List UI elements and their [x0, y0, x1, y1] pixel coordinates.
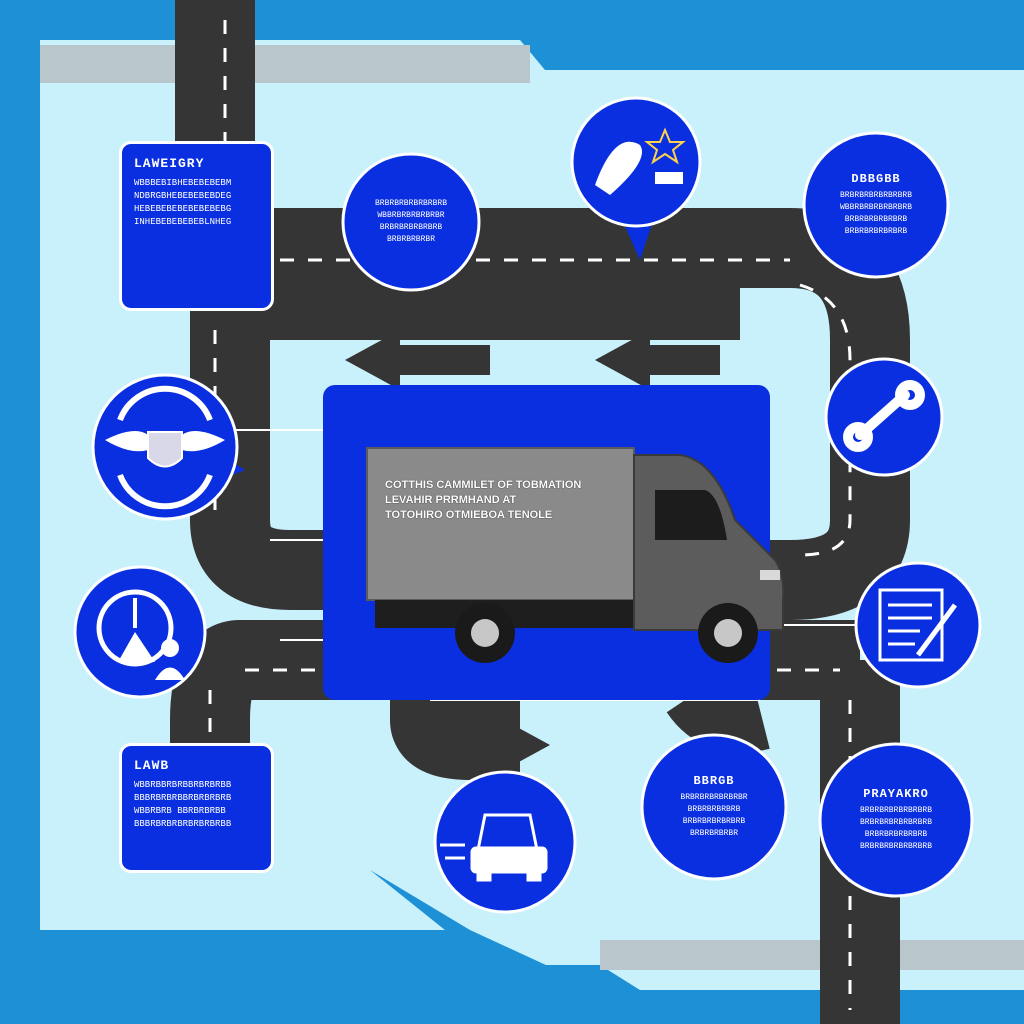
card-top-left: LAWEIGRY WBBBEBIBHEBEBEBEBM NDBRGBHEBEBE… — [119, 141, 274, 311]
road-arrow-left-1 — [345, 330, 490, 390]
bubble-top-mid: BRBRBRBRBRBRBRB WBBRBRBRBRBRBR BRBRBRBRB… — [343, 154, 479, 290]
card-bottom-left-title: LAWB — [134, 758, 170, 773]
card-top-left-text: WBBBEBIBHEBEBEBEBM NDBRGBHEBEBEBEBDEG HE… — [134, 178, 232, 227]
car-icon-bubble — [433, 770, 577, 914]
bubble-bottom-mid: BBRGB BRBRBRBRBRBRBR BRBRBRBRBRB BRBRBRB… — [642, 735, 786, 879]
rocket-icon-bubble — [570, 96, 702, 260]
bubble-top-right-title: DBBGBB — [851, 172, 901, 186]
delivery-truck — [366, 447, 785, 663]
bubble-bottom-right-title: PRAYAKRO — [863, 787, 929, 801]
road-arrow-right-bottom — [440, 715, 550, 775]
car-icon — [440, 813, 548, 882]
shield-icon-bubble — [91, 373, 245, 521]
card-bottom-left-text: WBBRBBRBRBBRBRBRBB BBBRBRBRBBRBRBRBRB WB… — [134, 780, 232, 829]
wrench-icon — [843, 380, 925, 452]
car-bubble-circle — [433, 770, 577, 914]
truck-caption: COTTHIS CAMMILET OF TOBMATION LEVAHIR PR… — [385, 479, 582, 521]
document-pen-icon — [878, 588, 958, 662]
top-right-bubble-bg — [802, 131, 950, 279]
card-bottom-left: LAWB WBBRBBRBRBBRBRBRBB BBBRBRBRBBRBRBRB… — [119, 743, 274, 873]
winged-shield-icon — [105, 385, 225, 510]
bubble-bottom-right-text: BRBRBRBRBRBRBRB BRBRBRBRBRBRBRB BRBRBRBR… — [859, 806, 932, 851]
bubble-top-right: DBBGBB BRBRBRBRBRBRBRB WBBRBRBRBRBRBRB B… — [804, 133, 948, 277]
truck-headlight — [760, 570, 780, 580]
lane-right-loop — [799, 283, 852, 557]
bottom-mid-bubble-bg — [640, 733, 788, 881]
wrench-icon-bubble — [824, 357, 944, 477]
bubble-bottom-right: PRAYAKRO BRBRBRBRBRBRBRB BRBRBRBRBRBRBRB… — [820, 744, 972, 896]
truck-hub-front — [714, 619, 742, 647]
clock-bubble-circle — [73, 565, 207, 699]
document-bubble-circle — [854, 561, 982, 689]
bubble-top-mid-text: BRBRBRBRBRBRBRB WBBRBRBRBRBRBR BRBRBRBRB… — [374, 199, 447, 244]
grey-strip-bottom — [600, 940, 1024, 970]
bubble-bottom-mid-text: BRBRBRBRBRBRBR BRBRBRBRBRB BRBRBRBRBRBRB… — [680, 793, 748, 838]
grey-strip-top — [40, 45, 530, 83]
rocket-icon — [595, 127, 686, 195]
bubble-bottom-mid-title: BBRGB — [693, 774, 735, 788]
bottom-right-bubble-bg — [818, 742, 974, 898]
truck-cargo-box — [366, 447, 635, 601]
top-mid-bubble-bg — [341, 152, 481, 292]
clock-icon-bubble — [73, 565, 207, 699]
truck-window — [655, 490, 727, 540]
clock-person-icon — [96, 589, 185, 680]
corner-triangle-top — [490, 0, 640, 70]
document-icon-bubble — [854, 561, 982, 689]
card-top-left-title: LAWEIGRY — [134, 156, 205, 171]
truck-hub-rear — [471, 619, 499, 647]
road-left-vertical — [190, 300, 360, 610]
bubble-top-right-text: BRBRBRBRBRBRBRB WBBRBRBRBRBRBRB BRBRBRBR… — [839, 191, 912, 236]
road-arrow-left-2 — [595, 330, 720, 390]
